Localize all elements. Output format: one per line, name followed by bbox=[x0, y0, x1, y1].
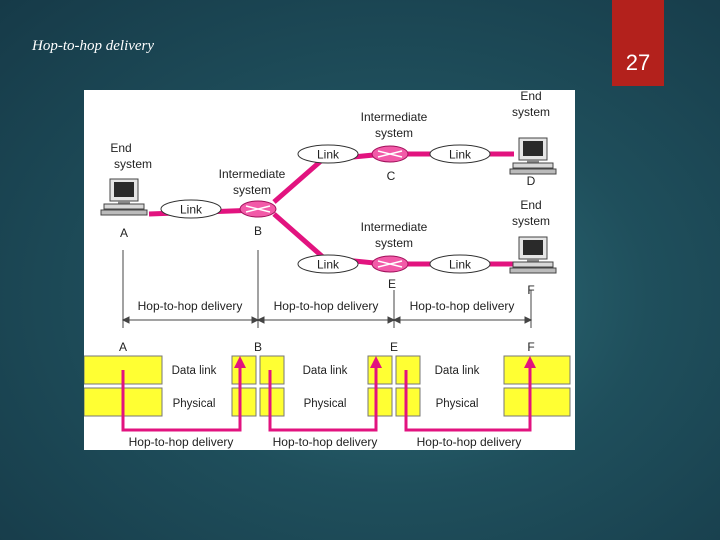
svg-text:Link: Link bbox=[317, 258, 340, 272]
physical-label: Physical bbox=[436, 398, 479, 410]
layer-stack-e bbox=[367, 355, 421, 417]
data-link-label: Data link bbox=[303, 365, 348, 377]
hop-label-2: Hop-to-hop delivery bbox=[274, 299, 379, 313]
layer-node-letter-f: F bbox=[527, 340, 534, 354]
link-pill: Link bbox=[429, 144, 491, 164]
node-letter-d: D bbox=[527, 174, 536, 188]
node-letter-c: C bbox=[387, 169, 396, 183]
computer-icon bbox=[100, 178, 148, 216]
router-icon bbox=[371, 255, 409, 273]
page-number-badge: 27 bbox=[612, 0, 664, 86]
link-pill: Link bbox=[297, 144, 359, 164]
node-letter-b: B bbox=[254, 224, 262, 238]
router-icon bbox=[239, 200, 277, 218]
end-system-a-label: End bbox=[110, 141, 131, 155]
link-pill: Link bbox=[160, 199, 222, 219]
physical-label: Physical bbox=[173, 398, 216, 410]
hop-label-lower-1: Hop-to-hop delivery bbox=[129, 435, 234, 449]
router-icon bbox=[371, 145, 409, 163]
layer-node-letter-a: A bbox=[119, 340, 127, 354]
layer-stack-f bbox=[503, 355, 571, 417]
svg-text:Link: Link bbox=[317, 148, 340, 162]
svg-text:Link: Link bbox=[180, 203, 203, 217]
data-link-label: Data link bbox=[172, 365, 217, 377]
layer-node-letter-b: B bbox=[254, 340, 262, 354]
svg-text:Link: Link bbox=[449, 148, 472, 162]
computer-icon bbox=[509, 236, 557, 274]
hop-label-3: Hop-to-hop delivery bbox=[410, 299, 515, 313]
slide-title: Hop-to-hop delivery bbox=[32, 38, 155, 54]
svg-text:Link: Link bbox=[449, 258, 472, 272]
end-system-a-label-2: system bbox=[114, 157, 152, 171]
hop-label-lower-3: Hop-to-hop delivery bbox=[417, 435, 522, 449]
link-pill: Link bbox=[429, 254, 491, 274]
layer-node-letter-e: E bbox=[390, 340, 398, 354]
node-letter-a: A bbox=[120, 226, 128, 240]
hop-guide-lines bbox=[122, 250, 532, 328]
hop-arrows-upper bbox=[121, 316, 533, 324]
computer-icon bbox=[509, 137, 557, 175]
hop-to-hop-diagram: Link Link Link Link Link End system Inte… bbox=[84, 90, 575, 450]
data-link-label: Data link bbox=[435, 365, 480, 377]
hop-label-1: Hop-to-hop delivery bbox=[138, 299, 243, 313]
delivery-path bbox=[121, 356, 536, 432]
hop-label-lower-2: Hop-to-hop delivery bbox=[273, 435, 378, 449]
link-pill: Link bbox=[297, 254, 359, 274]
node-letter-e: E bbox=[388, 277, 396, 291]
physical-label: Physical bbox=[304, 398, 347, 410]
page-number: 27 bbox=[625, 50, 651, 75]
